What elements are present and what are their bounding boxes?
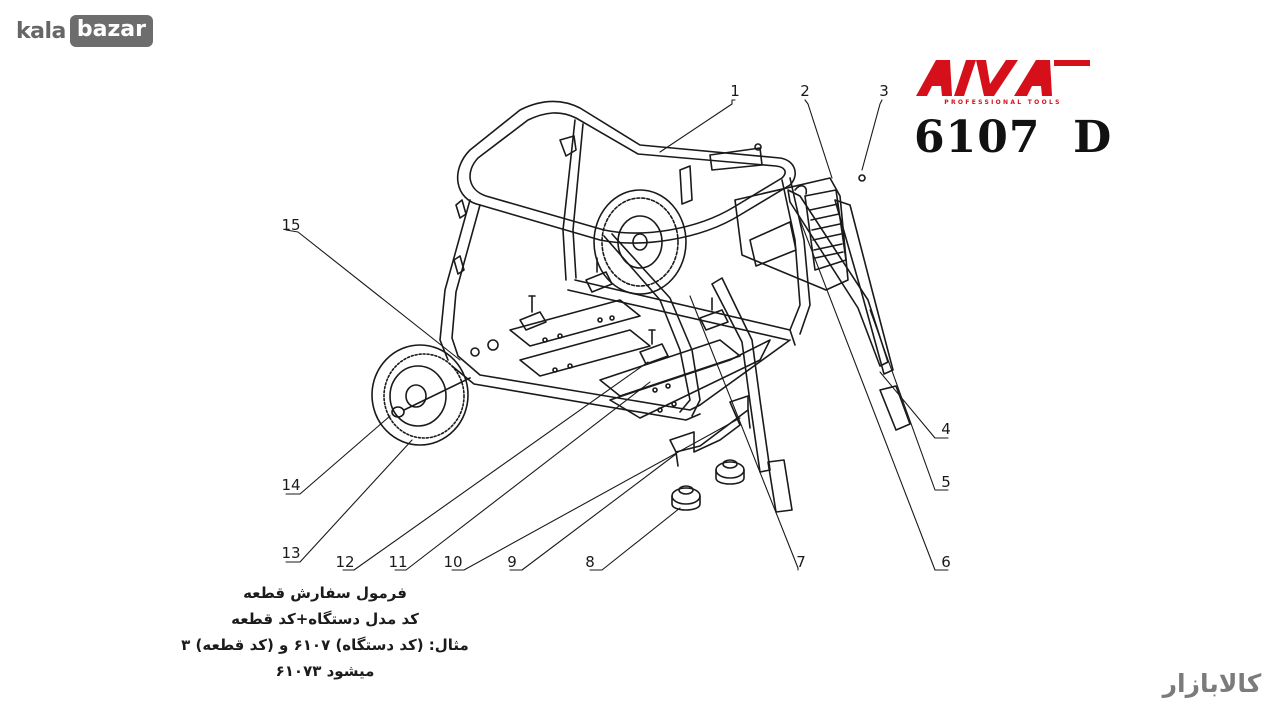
callout-label: 11: [388, 553, 407, 571]
aiva-brand-logo: [916, 60, 1090, 96]
callout-label: 8: [585, 553, 595, 571]
order-result: میشود ۶۱۰۷۳: [275, 662, 375, 680]
callout-label: 3: [879, 82, 889, 100]
callout-label: 12: [335, 553, 354, 571]
brand-tagline: PROFESSIONAL TOOLS: [944, 99, 1062, 106]
front-wheel: [371, 344, 471, 446]
callout-label: 5: [941, 473, 951, 491]
callout-label: 4: [941, 420, 951, 438]
engine-side-panel: [709, 143, 866, 291]
order-instructions: فرمول سفارش قطعه کد مدل دستگاه+کد قطعه م…: [150, 580, 500, 684]
callout-label: 13: [281, 544, 300, 562]
rubber-feet: [671, 459, 745, 511]
lift-handle: [711, 277, 793, 513]
mounting-plates: [509, 299, 771, 419]
callout-label: 6: [941, 553, 951, 571]
kalabazar-persian-logo: کالابازار: [1162, 669, 1262, 698]
foot-brackets: [669, 395, 751, 467]
callout-label: 15: [281, 216, 300, 234]
kalabazar-logo: kala bazar: [16, 15, 153, 47]
callout-label: 2: [800, 82, 810, 100]
callout-label: 10: [443, 553, 462, 571]
logo-kala-text: kala: [16, 18, 66, 44]
rear-wheel: [593, 189, 687, 295]
model-number: 6107 D: [914, 112, 1113, 163]
order-example: مثال: (کد دستگاه) ۶۱۰۷ و (کد قطعه) ۳: [181, 636, 469, 654]
leader-lines: [285, 99, 949, 571]
callout-label: 9: [507, 553, 517, 571]
frame-tube: [439, 100, 811, 421]
order-formula: کد مدل دستگاه+کد قطعه: [231, 610, 419, 628]
logo-bazar-text: bazar: [69, 15, 153, 47]
vibration-mounts: [519, 257, 729, 365]
order-title: فرمول سفارش قطعه: [243, 584, 407, 602]
callout-labels: 1 2 3 4 5 6 7 8 9 10 11 12 13 14 15: [281, 82, 950, 571]
callout-label: 7: [796, 553, 806, 571]
handle-bar: [787, 185, 911, 431]
callout-label: 1: [730, 82, 740, 100]
callout-label: 14: [281, 476, 300, 494]
